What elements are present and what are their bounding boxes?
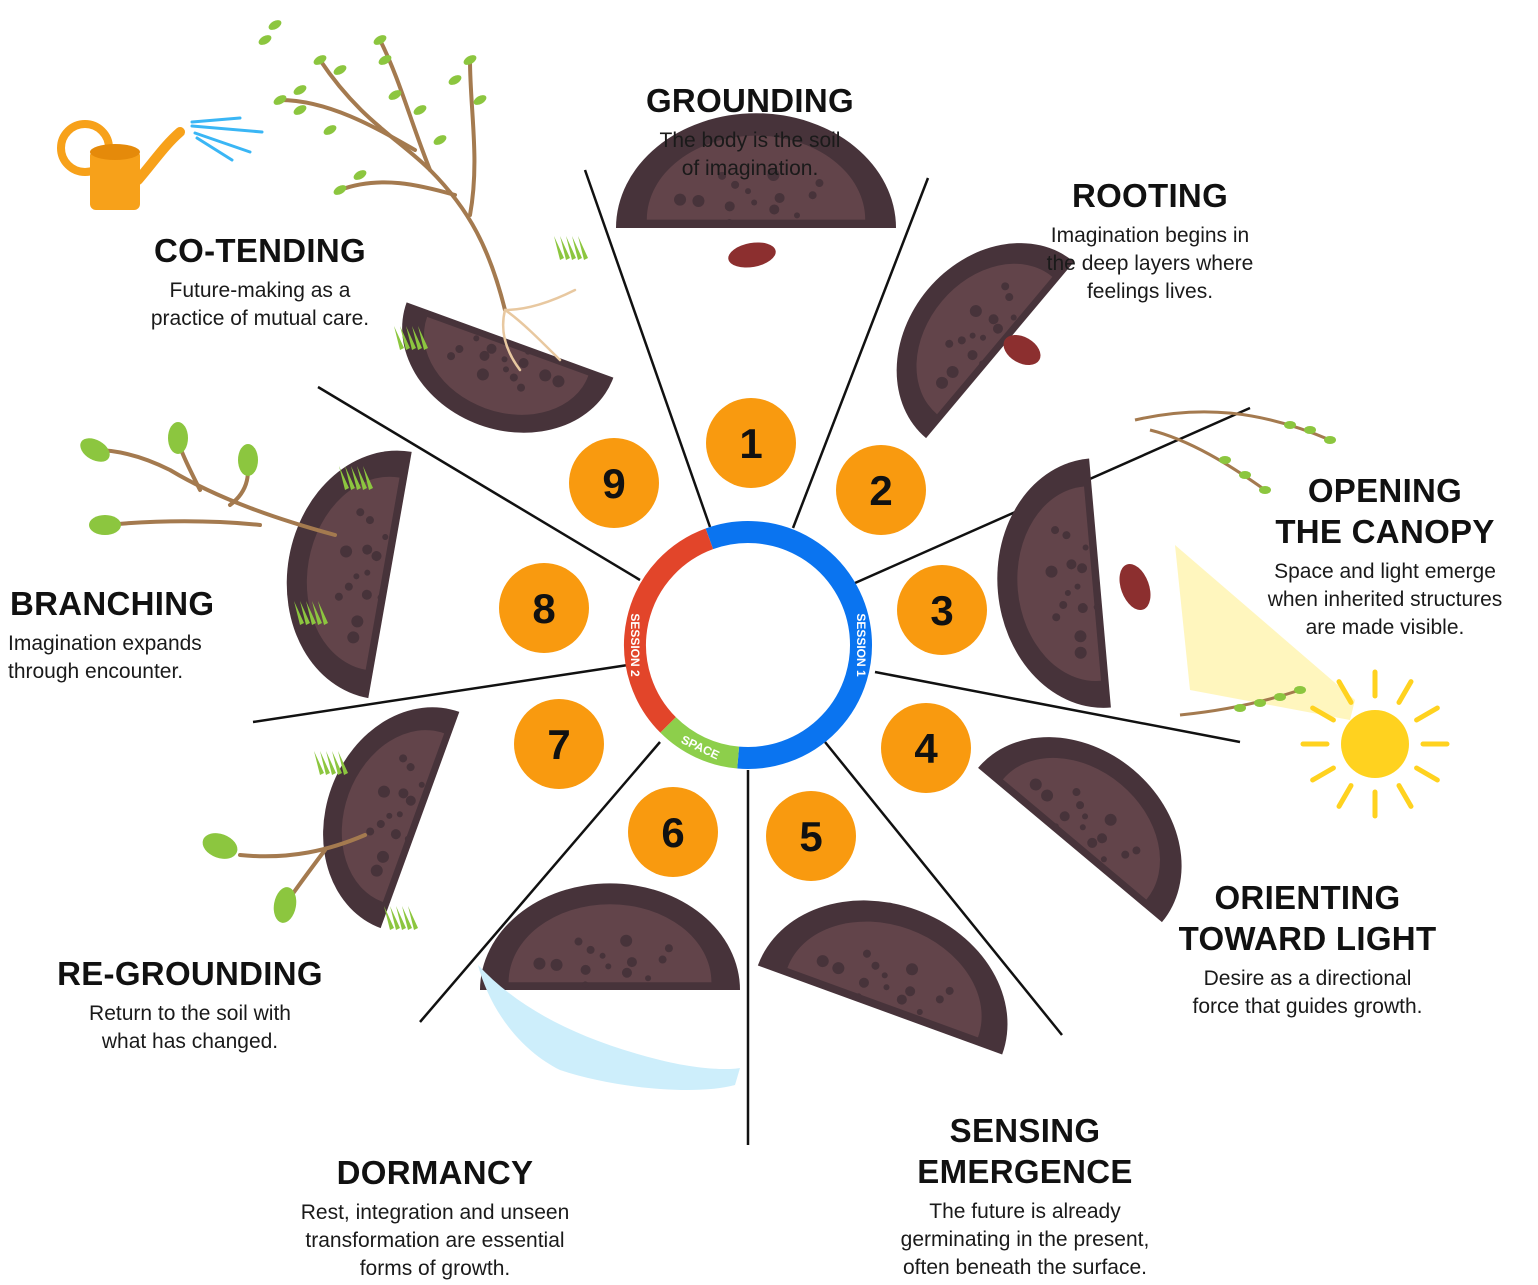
watering-can-icon <box>61 118 262 210</box>
stage-number: 2 <box>869 467 892 514</box>
stage-description: Desire as a directional force that guide… <box>1150 965 1465 1021</box>
stage-description: The body is the soil of imagination. <box>600 127 900 183</box>
soil-mound-canopy <box>987 458 1111 716</box>
leaf-icon <box>1304 426 1316 434</box>
soil-mound-regrounding <box>292 680 459 928</box>
soil-mound-dormancy <box>480 883 740 990</box>
stage-number: 1 <box>739 420 762 467</box>
stage-2-label: ROOTING Imagination begins in the deep l… <box>1010 175 1290 306</box>
stage-title: ROOTING <box>1010 175 1290 216</box>
stage-number: 3 <box>930 587 953 634</box>
stage-number: 6 <box>661 809 684 856</box>
soil-mound-sensing <box>758 865 1039 1054</box>
stage-5-label: SENSING EMERGENCE The future is already … <box>870 1110 1180 1282</box>
sun-ray <box>1399 786 1411 807</box>
session-1-arc <box>709 532 861 758</box>
leaf-icon <box>1234 704 1246 712</box>
sun-ray <box>1399 682 1411 703</box>
stage-title: SENSING EMERGENCE <box>870 1110 1180 1192</box>
stage-7-label: RE-GROUNDING Return to the soil with wha… <box>30 953 350 1056</box>
seed-icon <box>1114 560 1157 615</box>
stage-title: ORIENTING TOWARD LIGHT <box>1150 877 1465 959</box>
grass-icon <box>554 236 588 260</box>
stage-6-badge: 6 <box>628 787 718 877</box>
leaf-icon <box>292 83 308 97</box>
leaf-icon <box>1284 421 1296 429</box>
stage-4-label: ORIENTING TOWARD LIGHT Desire as a direc… <box>1150 877 1465 1021</box>
stage-description: Rest, integration and unseen transformat… <box>270 1199 600 1283</box>
sun-ray <box>1339 786 1351 807</box>
stage-6-label: DORMANCY Rest, integration and unseen tr… <box>270 1152 600 1283</box>
leaf-icon <box>1254 699 1266 707</box>
stage-9-badge: 9 <box>569 438 659 528</box>
stage-7-badge: 7 <box>514 699 604 789</box>
leaf-icon <box>412 103 428 117</box>
leaf-icon <box>1294 686 1306 694</box>
stage-title: GROUNDING <box>600 80 900 121</box>
leaf-icon <box>352 168 368 182</box>
leaf-icon <box>1219 456 1231 464</box>
branching-branch <box>95 440 335 535</box>
session-2-arc <box>635 539 709 725</box>
stage-1-label: GROUNDING The body is the soil of imagin… <box>600 80 900 183</box>
soil-mound-cotending <box>376 302 614 462</box>
leaf-icon <box>292 103 308 117</box>
leaf-icon <box>372 33 388 47</box>
leaf-icon <box>267 18 283 32</box>
stage-2-badge: 2 <box>836 445 926 535</box>
stage-description: Space and light emerge when inherited st… <box>1240 558 1530 642</box>
stage-description: Future-making as a practice of mutual ca… <box>110 277 410 333</box>
stage-title: OPENING THE CANOPY <box>1240 470 1530 552</box>
stage-number: 4 <box>914 725 938 772</box>
session-2-label: SESSION 2 <box>628 613 642 677</box>
leaf-icon <box>332 183 348 197</box>
sun-ray <box>1417 768 1438 780</box>
stage-number: 9 <box>602 460 625 507</box>
stage-description: Imagination expands through encounter. <box>8 630 270 686</box>
leaf-icon <box>257 33 273 47</box>
seed-icon <box>726 239 777 271</box>
stage-8-label: BRANCHING Imagination expands through en… <box>10 583 270 686</box>
stage-5-badge: 5 <box>766 791 856 881</box>
sun-ray <box>1313 768 1334 780</box>
sun-ray <box>1417 708 1438 720</box>
tree-leaves <box>257 18 488 197</box>
leaf-icon <box>272 93 288 107</box>
stage-title: DORMANCY <box>270 1152 600 1193</box>
leaf-icon <box>447 73 463 87</box>
stage-numbers: 1 2 3 4 5 6 7 8 9 <box>499 398 987 881</box>
stage-3-badge: 3 <box>897 565 987 655</box>
stage-number: 7 <box>547 721 570 768</box>
leaf-icon <box>1274 693 1286 701</box>
stage-title: CO-TENDING <box>110 230 410 271</box>
leaf-icon <box>432 133 448 147</box>
stage-title: RE-GROUNDING <box>30 953 350 994</box>
stage-4-badge: 4 <box>881 703 971 793</box>
stage-8-badge: 8 <box>499 563 589 653</box>
stage-description: The future is already germinating in the… <box>870 1198 1180 1282</box>
leaf-icon <box>332 63 348 77</box>
leaf-icon <box>322 123 338 137</box>
stage-description: Imagination begins in the deep layers wh… <box>1010 222 1290 306</box>
stage-description: Return to the soil with what has changed… <box>30 1000 350 1056</box>
stage-number: 5 <box>799 813 822 860</box>
stage-9-label: CO-TENDING Future-making as a practice o… <box>110 230 410 333</box>
stage-3-label: OPENING THE CANOPY Space and light emerg… <box>1240 470 1530 642</box>
session-1-label: SESSION 1 <box>854 613 868 677</box>
grass-icon <box>384 906 418 930</box>
soil-mound-branching <box>267 434 411 698</box>
leaf-icon <box>472 93 488 107</box>
stage-number: 8 <box>532 585 555 632</box>
stage-1-badge: 1 <box>706 398 796 488</box>
stage-title: BRANCHING <box>10 583 270 624</box>
leaf-icon <box>1324 436 1336 444</box>
